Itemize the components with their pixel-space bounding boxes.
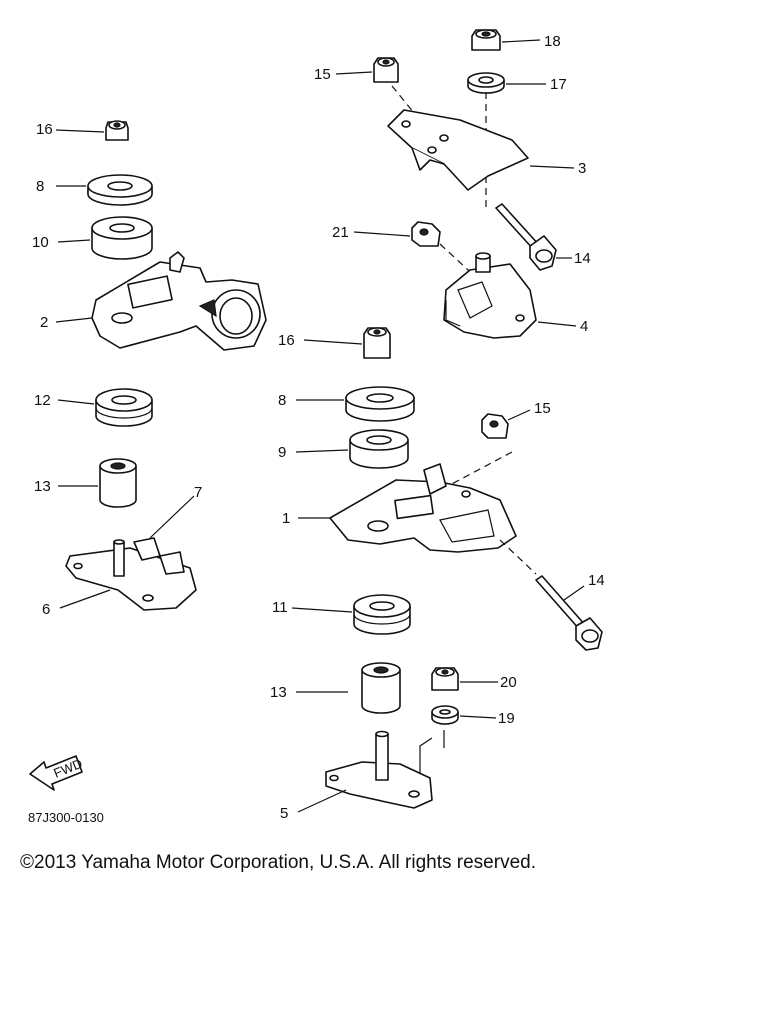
part-2-bracket <box>91 251 267 351</box>
callout-4: 4 <box>580 318 588 335</box>
part-10-damper <box>91 216 153 260</box>
callout-2: 2 <box>40 314 48 331</box>
part-17-washer <box>467 72 505 94</box>
fwd-arrow-icon: FWD <box>29 755 85 791</box>
part-13-collar-left <box>99 458 137 508</box>
callout-19: 19 <box>498 710 515 727</box>
callout-1: 1 <box>282 510 290 527</box>
reference-code: 87J300-0130 <box>28 810 104 825</box>
part-15-nut-right <box>481 413 509 439</box>
callout-14-bottom: 14 <box>588 572 605 589</box>
part-12-grommet <box>95 388 153 427</box>
part-6-plate <box>65 537 197 611</box>
part-20-nut <box>431 667 459 691</box>
callout-15-right: 15 <box>534 400 551 417</box>
callout-7: 7 <box>194 484 202 501</box>
part-16-nut-left <box>105 120 129 141</box>
part-5-plate <box>325 730 433 809</box>
part-3-bracket <box>387 109 529 191</box>
callout-5: 5 <box>280 805 288 822</box>
callout-15-top: 15 <box>314 66 331 83</box>
callout-3: 3 <box>578 160 586 177</box>
part-15-nut-top <box>373 57 399 83</box>
callout-12: 12 <box>34 392 51 409</box>
part-18-nut <box>471 29 501 51</box>
part-19-washer <box>431 705 459 725</box>
callout-17: 17 <box>550 76 567 93</box>
callout-10: 10 <box>32 234 49 251</box>
part-21-nut <box>411 221 441 247</box>
part-9-damper <box>349 429 409 469</box>
callout-16-right: 16 <box>278 332 295 349</box>
part-4-mount <box>443 252 537 339</box>
callout-16-left: 16 <box>36 121 53 138</box>
callout-14-top: 14 <box>574 250 591 267</box>
callout-8-right: 8 <box>278 392 286 409</box>
callout-11: 11 <box>272 599 288 616</box>
part-8-washer-left <box>87 174 153 206</box>
callout-18: 18 <box>544 33 561 50</box>
copyright-notice: ©2013 Yamaha Motor Corporation, U.S.A. A… <box>20 852 536 873</box>
part-11-grommet <box>353 594 411 635</box>
callout-9: 9 <box>278 444 286 461</box>
callout-20: 20 <box>500 674 517 691</box>
callout-21: 21 <box>332 224 349 241</box>
callout-13-left: 13 <box>34 478 51 495</box>
part-14-bolt-top <box>495 203 557 271</box>
part-16-nut-right <box>363 327 391 359</box>
callout-13-right: 13 <box>270 684 287 701</box>
callout-6: 6 <box>42 601 50 618</box>
parts-diagram: 16 8 10 2 12 13 <box>28 29 605 825</box>
part-8-washer-right <box>345 386 415 422</box>
part-1-bracket <box>329 463 517 553</box>
part-14-bolt-bottom <box>535 575 603 651</box>
part-13-collar-right <box>361 662 401 714</box>
callout-8-left: 8 <box>36 178 44 195</box>
